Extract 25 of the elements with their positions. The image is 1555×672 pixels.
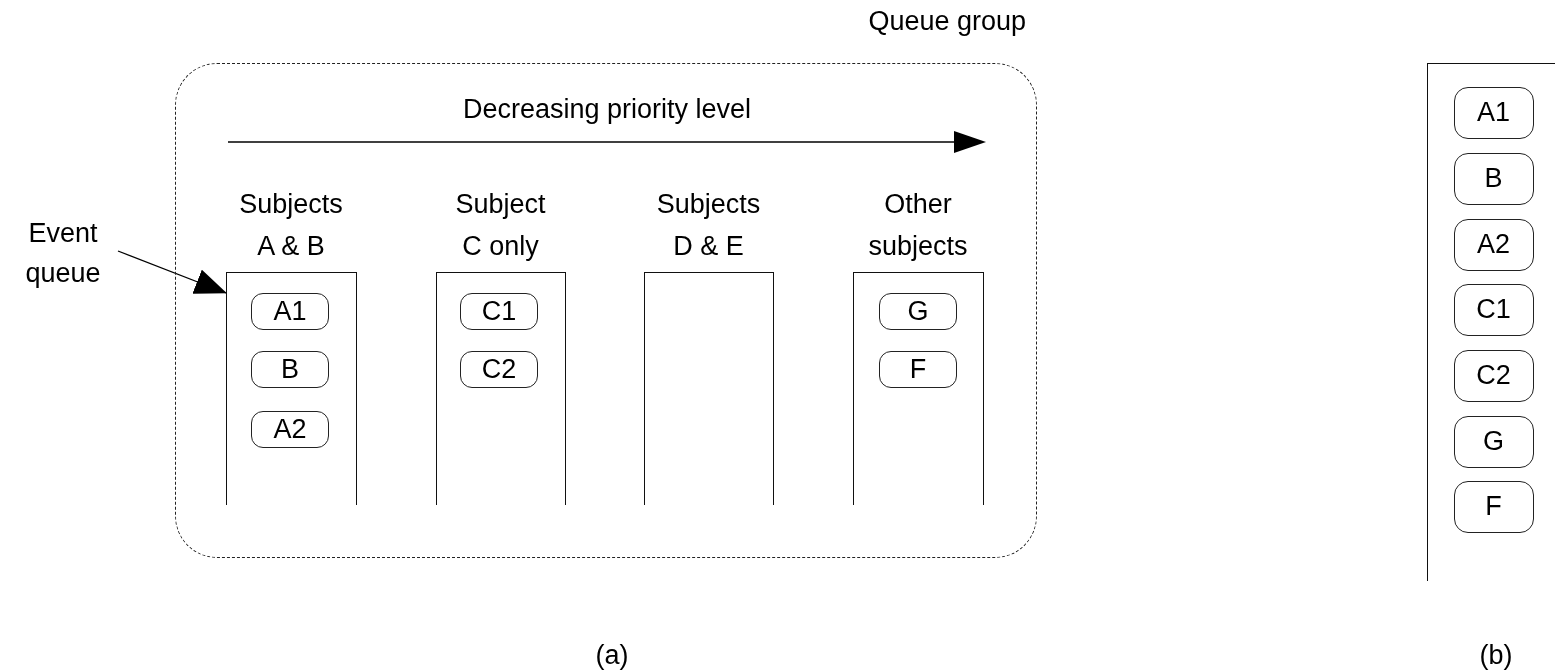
column-heading: Subjects D & E [655, 187, 762, 263]
callout-text: Event queue [8, 213, 118, 293]
event-item: G [879, 293, 957, 330]
event-item: G [1453, 415, 1534, 468]
event-item: C2 [1453, 349, 1534, 402]
event-item: B [1453, 152, 1534, 205]
event-item: F [879, 351, 957, 388]
event-item: F [1453, 480, 1534, 533]
event-item: B [251, 351, 329, 388]
column-heading: Subject C only [454, 187, 547, 263]
merged-queue [1427, 63, 1555, 581]
event-item: C1 [460, 293, 538, 330]
column-heading: Other subjects [867, 187, 969, 263]
column-heading: Subjects A & B [238, 187, 344, 263]
panel-label: (a) [595, 639, 629, 671]
event-item: A1 [1453, 86, 1534, 139]
event-item: A2 [1453, 218, 1534, 271]
panel-label: (b) [1479, 639, 1513, 671]
event-item: C2 [460, 351, 538, 388]
event-item: C1 [1453, 283, 1534, 336]
event-item: A1 [251, 293, 329, 330]
event-item: A2 [251, 411, 329, 448]
group-title: Queue group [868, 6, 1026, 37]
arrow-caption: Decreasing priority level [461, 94, 753, 125]
leader-arrow [117, 250, 227, 294]
